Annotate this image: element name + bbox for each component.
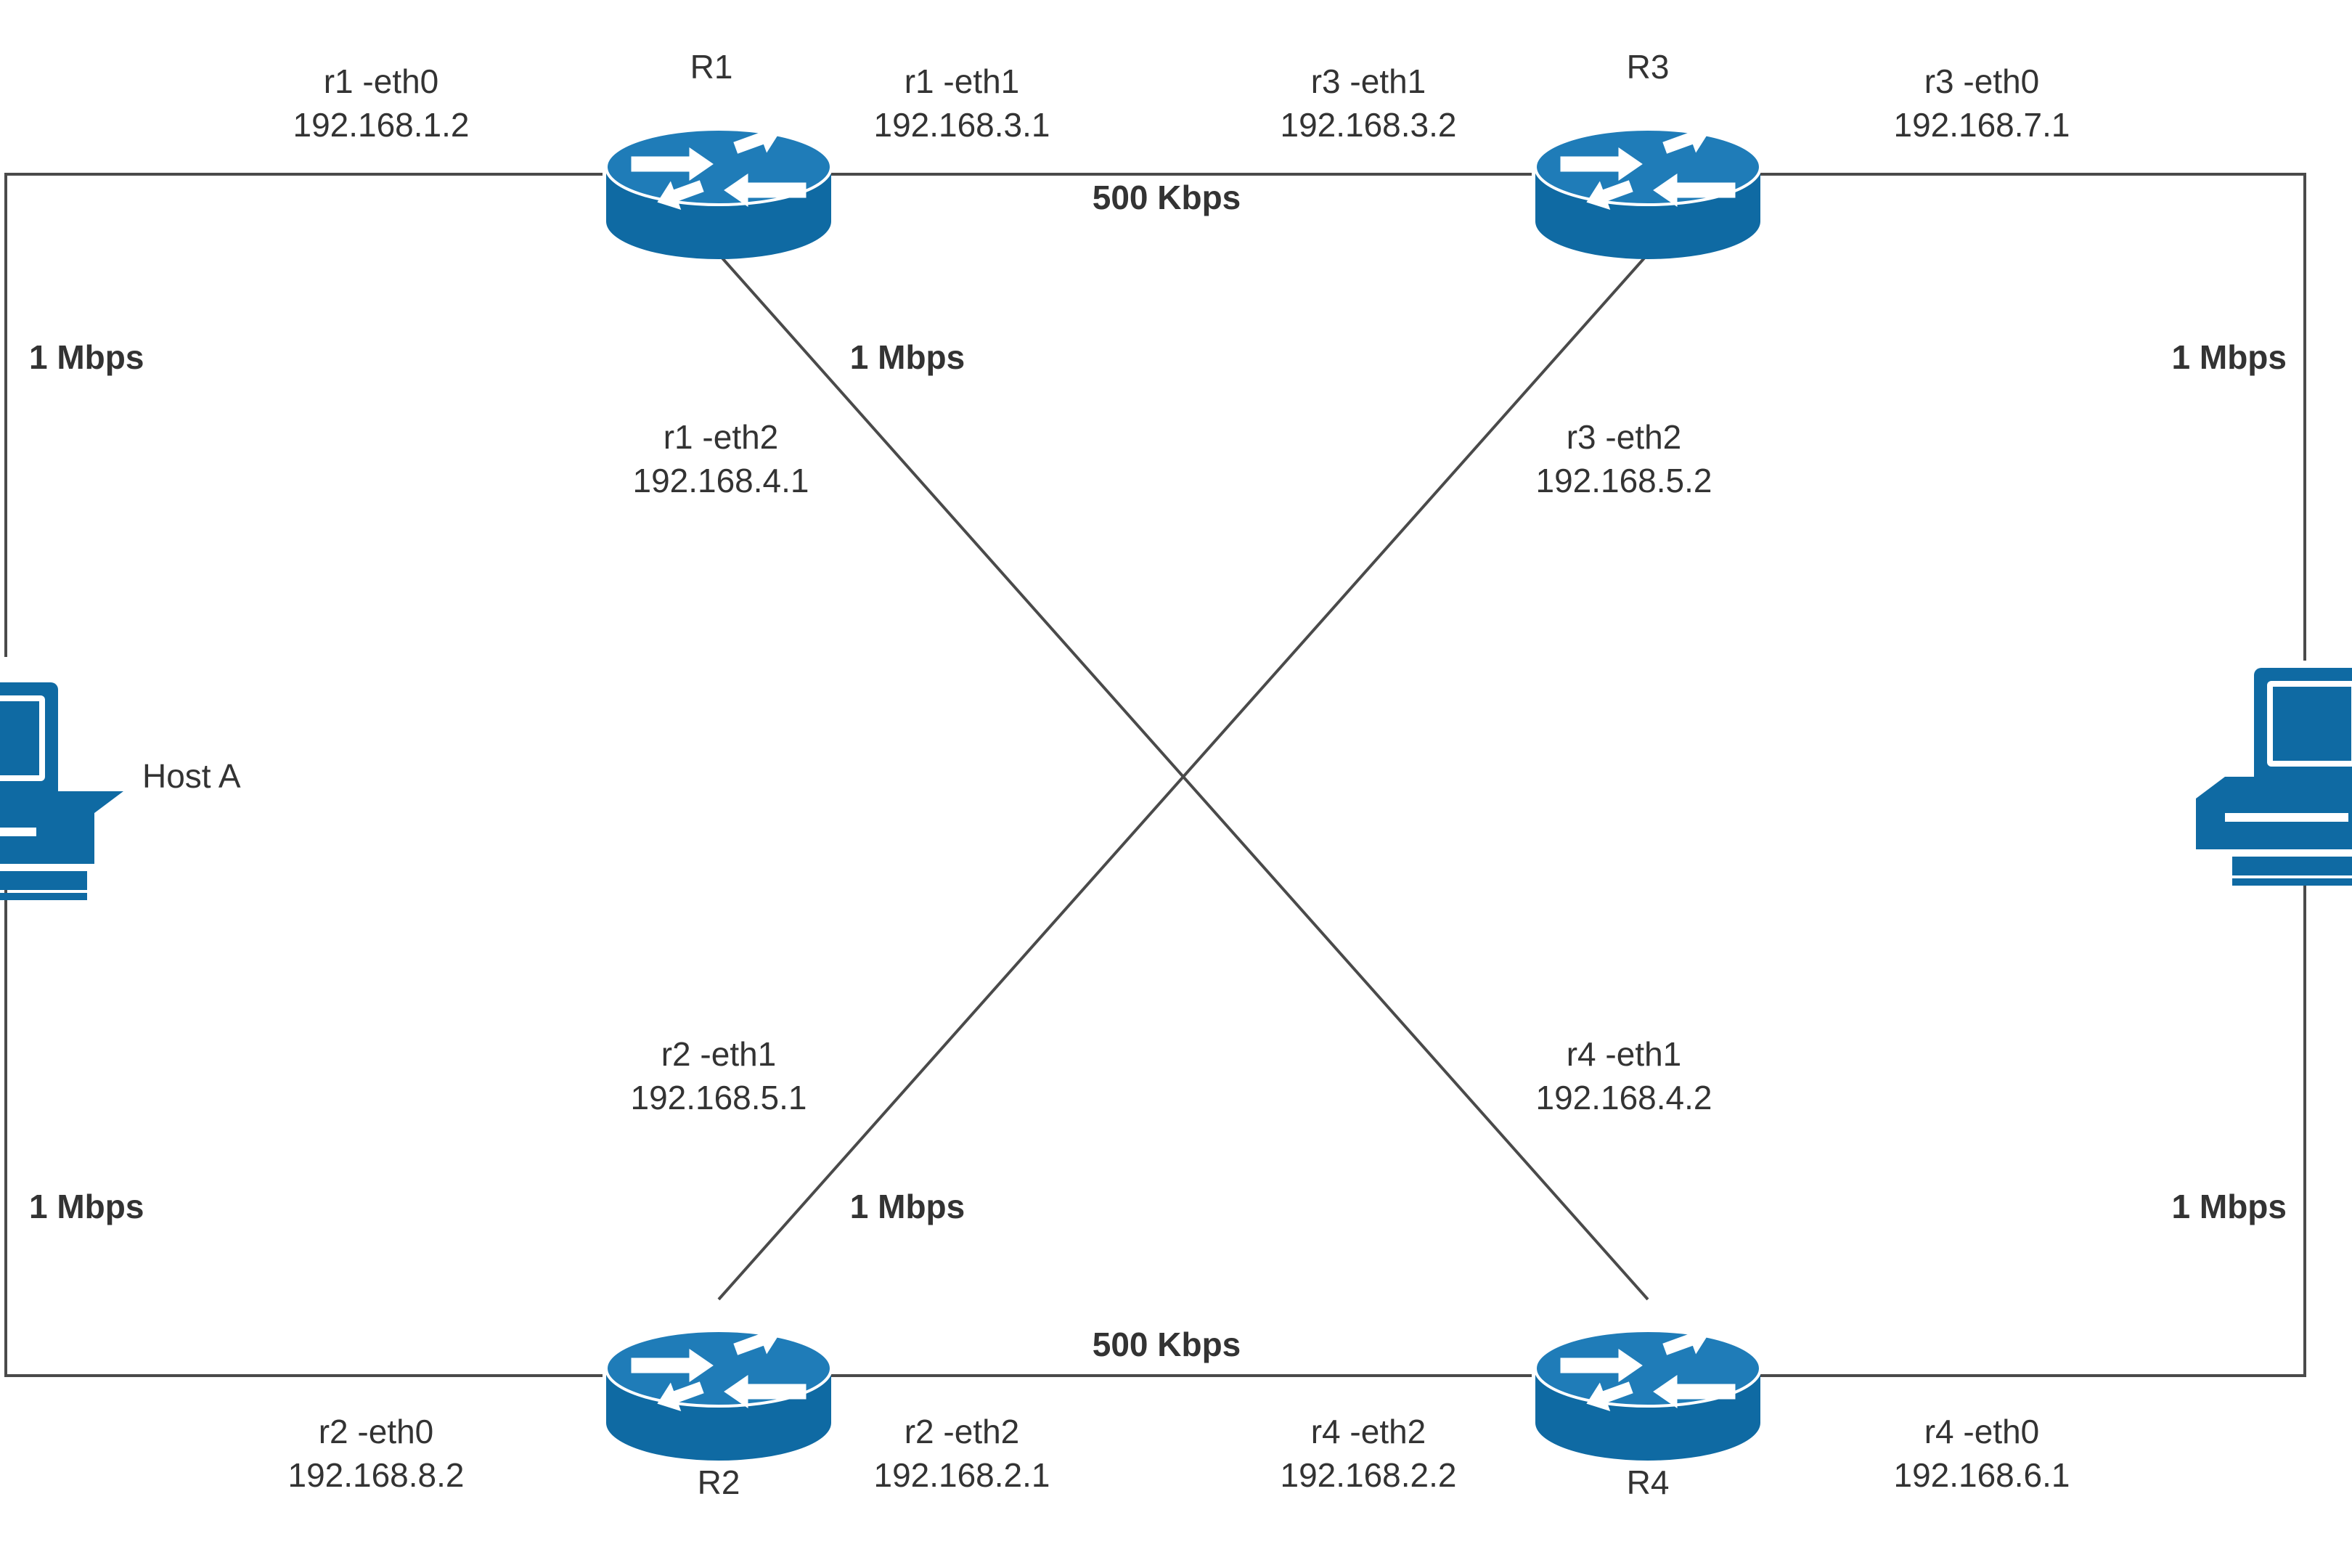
iface-r3-eth1-ip: 192.168.3.2 <box>1280 106 1456 144</box>
iface-r1-eth0-name: r1 -eth0 <box>324 62 439 100</box>
bandwidth-r3-hostb: 1 Mbps <box>2172 338 2287 376</box>
bandwidth-r1-r3: 500 Kbps <box>1093 179 1241 216</box>
router-r1-label: R1 <box>690 48 733 86</box>
iface-r2-eth1-name: r2 -eth1 <box>661 1035 777 1073</box>
bandwidth-r4-hostb: 1 Mbps <box>2172 1188 2287 1225</box>
link-r3-r2 <box>717 253 1649 1301</box>
iface-r4-eth1-ip: 192.168.4.2 <box>1535 1079 1712 1116</box>
router-r2[interactable] <box>605 1318 833 1462</box>
bandwidth-r1-r4: 1 Mbps <box>850 338 965 376</box>
iface-r1-eth1-name: r1 -eth1 <box>905 62 1020 100</box>
host-a-computer-icon[interactable] <box>0 682 123 900</box>
bandwidth-hosta-r1: 1 Mbps <box>29 338 144 376</box>
router-r2-label: R2 <box>698 1463 740 1501</box>
iface-r4-eth2-name: r4 -eth2 <box>1311 1413 1426 1450</box>
bandwidth-r3-r2: 1 Mbps <box>850 1188 965 1225</box>
iface-r1-eth2-name: r1 -eth2 <box>663 418 779 456</box>
iface-r3-eth1-name: r3 -eth1 <box>1311 62 1426 100</box>
iface-r3-eth2-name: r3 -eth2 <box>1567 418 1682 456</box>
iface-r2-eth2-ip: 192.168.2.1 <box>873 1456 1050 1494</box>
router-r4-label: R4 <box>1627 1463 1670 1501</box>
host-a-label: Host A <box>142 757 241 795</box>
iface-r4-eth0-name: r4 -eth0 <box>1924 1413 2040 1450</box>
link-hosta-r1 <box>4 173 603 657</box>
link-r4-hostb <box>1760 878 2306 1377</box>
link-hosta-r2 <box>4 889 603 1377</box>
link-r3-hostb <box>1760 173 2306 661</box>
iface-r1-eth1-ip: 192.168.3.1 <box>873 106 1050 144</box>
iface-r2-eth2-name: r2 -eth2 <box>905 1413 1020 1450</box>
iface-r2-eth1-ip: 192.168.5.1 <box>630 1079 807 1116</box>
router-r1[interactable] <box>605 116 833 261</box>
iface-r3-eth0-name: r3 -eth0 <box>1924 62 2040 100</box>
router-r3-label: R3 <box>1627 48 1670 86</box>
router-r4[interactable] <box>1534 1318 1762 1462</box>
iface-r1-eth0-ip: 192.168.1.2 <box>293 106 469 144</box>
router-r3[interactable] <box>1534 116 1762 261</box>
bandwidth-hosta-r2: 1 Mbps <box>29 1188 144 1225</box>
host-b-computer-icon[interactable] <box>2196 668 2352 886</box>
iface-r2-eth0-name: r2 -eth0 <box>319 1413 434 1450</box>
iface-r4-eth2-ip: 192.168.2.2 <box>1280 1456 1456 1494</box>
bandwidth-r2-r4: 500 Kbps <box>1093 1326 1241 1363</box>
iface-r3-eth2-ip: 192.168.5.2 <box>1535 462 1712 499</box>
iface-r3-eth0-ip: 192.168.7.1 <box>1893 106 2070 144</box>
iface-r4-eth1-name: r4 -eth1 <box>1567 1035 1682 1073</box>
iface-r2-eth0-ip: 192.168.8.2 <box>287 1456 464 1494</box>
iface-r4-eth0-ip: 192.168.6.1 <box>1893 1456 2070 1494</box>
iface-r1-eth2-ip: 192.168.4.1 <box>632 462 809 499</box>
